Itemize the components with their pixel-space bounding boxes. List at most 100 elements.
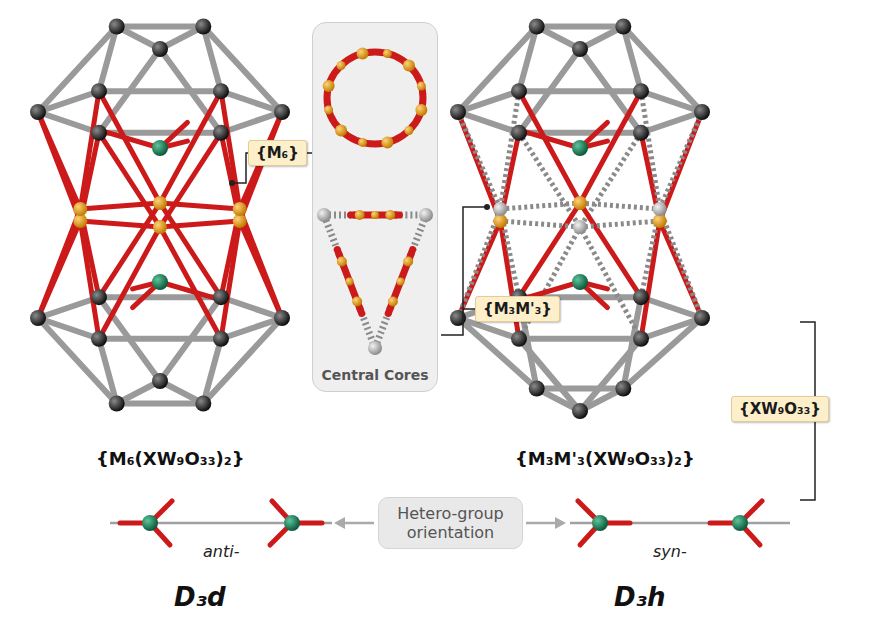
bond xyxy=(537,386,624,392)
atom xyxy=(450,104,466,120)
atom xyxy=(403,257,413,267)
node-text: {M₃M'₃} xyxy=(483,300,552,318)
node-text: Hetero-group orientation xyxy=(397,504,504,542)
atom xyxy=(732,515,748,531)
bond xyxy=(519,27,537,92)
bond xyxy=(660,112,702,209)
atom xyxy=(153,196,167,210)
atom xyxy=(633,125,649,141)
atom xyxy=(317,208,331,222)
atom xyxy=(633,289,649,305)
bond xyxy=(500,221,580,227)
bond xyxy=(160,282,215,298)
atom xyxy=(30,104,46,120)
atom xyxy=(403,59,415,71)
bond xyxy=(240,209,282,318)
leader-dot xyxy=(229,180,235,186)
bond xyxy=(117,24,204,30)
atom xyxy=(152,41,168,57)
bond xyxy=(221,318,282,339)
arrow-line xyxy=(526,522,558,525)
bond xyxy=(580,203,641,297)
atom xyxy=(91,125,107,141)
bond xyxy=(525,132,580,148)
orientation-label: anti- xyxy=(203,542,239,561)
bond xyxy=(641,318,702,339)
atom xyxy=(529,19,545,35)
bond xyxy=(160,91,221,203)
atom xyxy=(572,274,588,290)
atom xyxy=(274,104,290,120)
leader-dot xyxy=(484,204,490,210)
cage-group xyxy=(30,19,710,420)
fragment-tag: {XW₉O₃₃} xyxy=(731,396,829,422)
bond xyxy=(160,203,221,297)
bond xyxy=(99,27,117,92)
atom xyxy=(195,19,211,35)
bond xyxy=(458,112,500,221)
atom xyxy=(355,210,365,220)
bond xyxy=(80,221,160,227)
bond xyxy=(395,212,399,219)
atom xyxy=(352,296,362,306)
bond xyxy=(580,91,641,203)
bond xyxy=(660,209,702,318)
atom xyxy=(653,214,667,228)
bond xyxy=(105,132,160,148)
atom xyxy=(30,310,46,326)
fragment-tag: {M₃M'₃} xyxy=(475,296,560,322)
atom xyxy=(337,257,347,267)
atom xyxy=(511,125,527,141)
bond xyxy=(99,203,160,297)
atom xyxy=(592,515,608,531)
syn-orientation xyxy=(570,501,790,545)
bond xyxy=(660,221,702,318)
atom xyxy=(529,381,545,397)
atom xyxy=(337,61,346,70)
atom xyxy=(572,403,588,419)
bond xyxy=(641,91,660,209)
bond xyxy=(38,112,80,209)
atom xyxy=(335,125,347,137)
arrow-head xyxy=(334,517,345,529)
atom xyxy=(383,49,392,58)
node-text: {XW₉O₃₃} xyxy=(739,400,821,418)
atom xyxy=(323,80,335,92)
bond xyxy=(537,24,624,30)
atom xyxy=(511,331,527,347)
atom xyxy=(573,220,587,234)
bond xyxy=(411,250,413,255)
atom xyxy=(346,278,354,286)
bond xyxy=(360,308,362,313)
anti-orientation xyxy=(110,501,332,545)
atom xyxy=(397,278,405,286)
bond xyxy=(38,112,80,221)
atom xyxy=(142,515,158,531)
arrow-head xyxy=(555,517,566,529)
panel-title: Central Cores xyxy=(313,367,437,383)
symmetry-label: D₃h xyxy=(614,582,665,612)
atom xyxy=(573,196,587,210)
atom xyxy=(653,202,667,216)
bond xyxy=(221,91,282,112)
atom xyxy=(357,48,369,60)
arrow-line xyxy=(342,522,374,525)
bond xyxy=(580,221,660,227)
atom xyxy=(152,373,168,389)
orientation-box: Hetero-group orientation xyxy=(378,497,523,549)
atom xyxy=(91,331,107,347)
atom xyxy=(371,211,379,219)
bond xyxy=(458,91,519,112)
atom xyxy=(233,202,247,216)
formula-label: {M₃M'₃(XW₉O₃₃)₂} xyxy=(515,448,695,469)
bond xyxy=(160,203,240,209)
atom xyxy=(153,220,167,234)
bond xyxy=(580,203,660,209)
atom xyxy=(419,208,433,222)
ring-bonds xyxy=(327,52,423,144)
atom xyxy=(511,83,527,99)
formula-label: {M₆(XW₉O₃₃)₂} xyxy=(96,448,244,469)
atom xyxy=(91,289,107,305)
atom xyxy=(615,19,631,35)
bond xyxy=(221,91,240,209)
